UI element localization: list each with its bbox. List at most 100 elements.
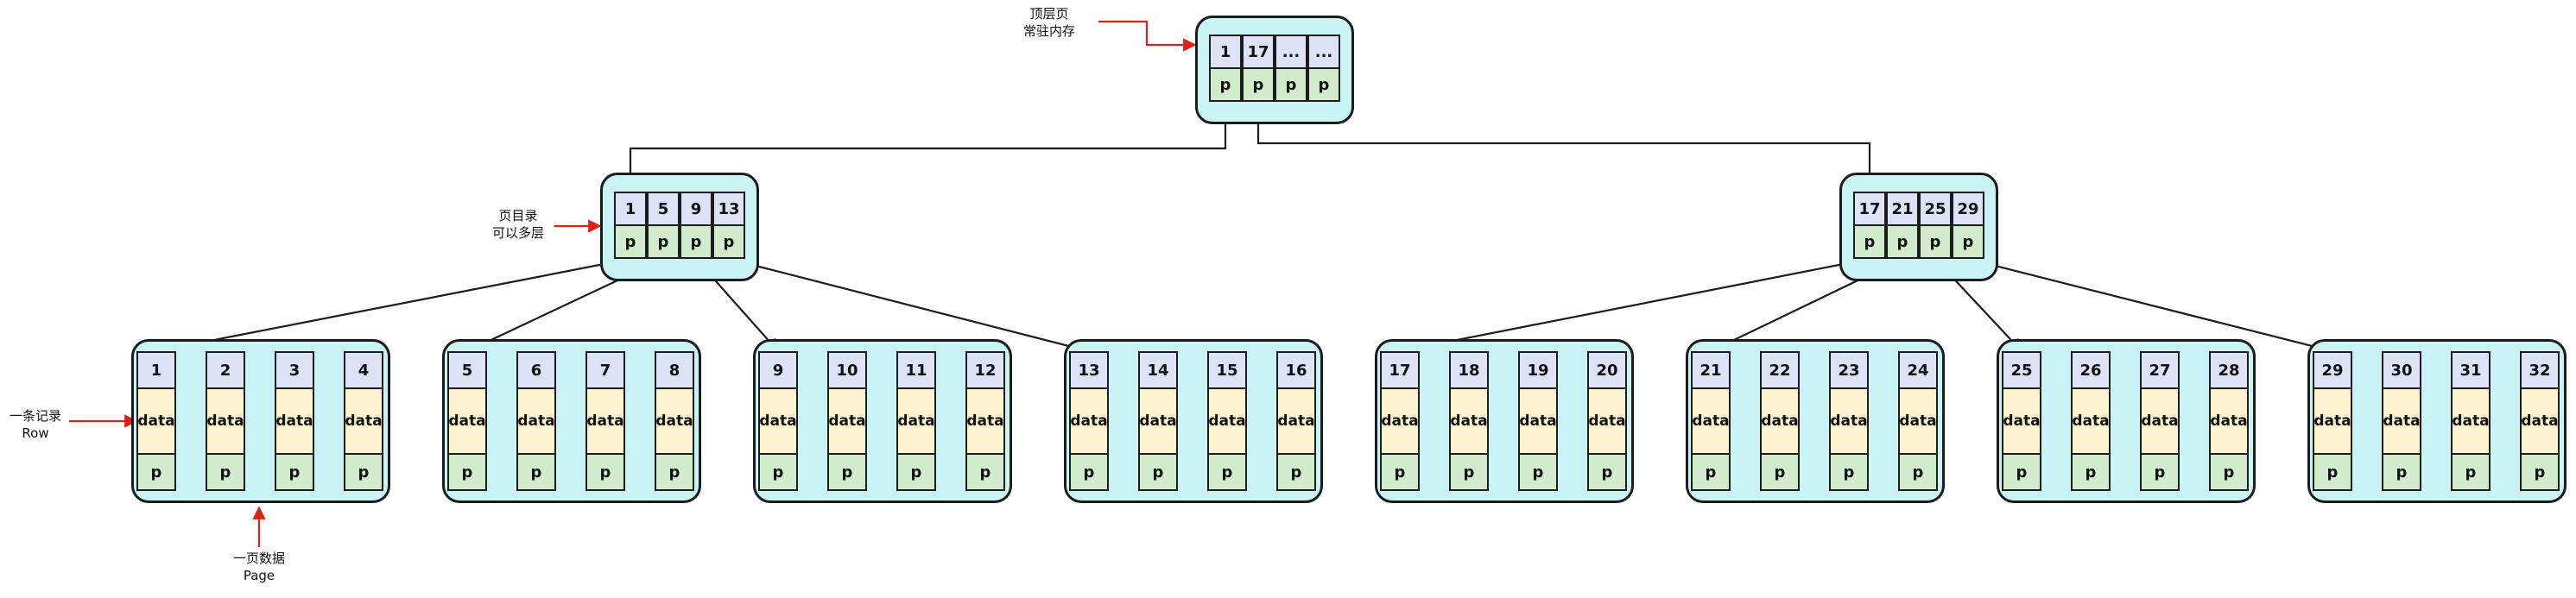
directory-page-1-pointer: p <box>712 224 745 259</box>
root-page-key: ... <box>1307 35 1340 69</box>
top-page-annotation-arrow <box>1098 20 1197 52</box>
record-annotation-line2: Row <box>22 425 49 441</box>
record-pointer: p <box>965 453 1005 491</box>
record-data: data <box>1518 387 1558 455</box>
root-page-pointer: p <box>1307 67 1340 102</box>
record-data: data <box>1691 387 1731 455</box>
record-pointer: p <box>136 453 176 491</box>
directory-annotation-line2: 可以多层 <box>491 225 544 241</box>
record-pointer: p <box>2451 453 2491 491</box>
record-key: 8 <box>655 351 694 389</box>
record-key: 29 <box>2313 351 2352 389</box>
directory-page-1-key: 9 <box>680 192 712 226</box>
record-pointer: p <box>827 453 867 491</box>
record-key: 17 <box>1380 351 1420 389</box>
record-pointer: p <box>2071 453 2111 491</box>
record-data: data <box>1898 387 1938 455</box>
record-key: 19 <box>1518 351 1558 389</box>
record-key: 22 <box>1760 351 1800 389</box>
record-data: data <box>758 387 798 455</box>
directory-page-2-pointer: p <box>1886 224 1919 259</box>
record-data: data <box>2451 387 2491 455</box>
record-annotation: 一条记录 Row <box>0 407 71 442</box>
record-data: data <box>965 387 1005 455</box>
page-annotation: 一页数据 Page <box>216 550 302 584</box>
record-pointer: p <box>1276 453 1316 491</box>
record-data: data <box>206 387 245 455</box>
record-key: 15 <box>1207 351 1247 389</box>
record-data: data <box>275 387 314 455</box>
top-page-annotation: 顶层页 常驻内存 <box>1002 5 1097 40</box>
record-data: data <box>896 387 936 455</box>
directory-page-2-pointer: p <box>1853 224 1886 259</box>
record-key: 21 <box>1691 351 1731 389</box>
record-pointer: p <box>655 453 694 491</box>
directory-page-1-pointer: p <box>614 224 647 259</box>
record-data: data <box>1276 387 1316 455</box>
directory-page-1-pointer: p <box>647 224 680 259</box>
record-data: data <box>1760 387 1800 455</box>
record-pointer: p <box>206 453 245 491</box>
record-pointer: p <box>344 453 383 491</box>
record-pointer: p <box>275 453 314 491</box>
record-pointer: p <box>1207 453 1247 491</box>
record-key: 11 <box>896 351 936 389</box>
directory-page-2-pointer: p <box>1919 224 1952 259</box>
top-page-annotation-line2: 常驻内存 <box>1022 23 1075 39</box>
record-pointer: p <box>1069 453 1109 491</box>
record-pointer: p <box>1691 453 1731 491</box>
record-data: data <box>1069 387 1109 455</box>
directory-page-1-key: 5 <box>647 192 680 226</box>
record-data: data <box>655 387 694 455</box>
record-key: 28 <box>2209 351 2249 389</box>
record-data: data <box>447 387 487 455</box>
record-key: 31 <box>2451 351 2491 389</box>
record-pointer: p <box>2209 453 2249 491</box>
record-key: 2 <box>206 351 245 389</box>
directory-page-2-key: 25 <box>1919 192 1952 226</box>
root-to-directory-1-arrow <box>623 102 1227 193</box>
record-pointer: p <box>447 453 487 491</box>
record-pointer: p <box>1518 453 1558 491</box>
record-pointer: p <box>2313 453 2352 491</box>
record-key: 7 <box>585 351 625 389</box>
directory-page-1-pointer: p <box>680 224 712 259</box>
record-data: data <box>2071 387 2111 455</box>
record-data: data <box>827 387 867 455</box>
record-data: data <box>585 387 625 455</box>
directory-page-2-pointer: p <box>1952 224 1984 259</box>
record-data: data <box>1587 387 1627 455</box>
record-data: data <box>2209 387 2249 455</box>
record-data: data <box>1380 387 1420 455</box>
root-page-pointer: p <box>1242 67 1275 102</box>
record-key: 9 <box>758 351 798 389</box>
record-data: data <box>136 387 176 455</box>
record-key: 6 <box>516 351 556 389</box>
record-data: data <box>2002 387 2041 455</box>
page-annotation-line2: Page <box>243 568 275 583</box>
record-pointer: p <box>2520 453 2560 491</box>
record-pointer: p <box>896 453 936 491</box>
directory-to-leaf-arrow <box>1967 257 2334 356</box>
record-pointer: p <box>1449 453 1489 491</box>
record-key: 23 <box>1829 351 1869 389</box>
root-page-pointer: p <box>1209 67 1242 102</box>
directory-page-1-key: 1 <box>614 192 647 226</box>
record-key: 12 <box>965 351 1005 389</box>
directory-page-1-key: 13 <box>712 192 745 226</box>
record-key: 16 <box>1276 351 1316 389</box>
record-data: data <box>1829 387 1869 455</box>
record-key: 26 <box>2071 351 2111 389</box>
directory-annotation: 页目录 可以多层 <box>475 207 561 242</box>
root-page-pointer: p <box>1275 67 1307 102</box>
directory-to-leaf-arrow <box>1398 257 1870 356</box>
record-data: data <box>2382 387 2421 455</box>
record-key: 20 <box>1587 351 1627 389</box>
record-key: 10 <box>827 351 867 389</box>
root-page-key: 17 <box>1242 35 1275 69</box>
directory-page-2-key: 29 <box>1952 192 1984 226</box>
record-key: 1 <box>136 351 176 389</box>
record-data: data <box>2520 387 2560 455</box>
record-data: data <box>1207 387 1247 455</box>
